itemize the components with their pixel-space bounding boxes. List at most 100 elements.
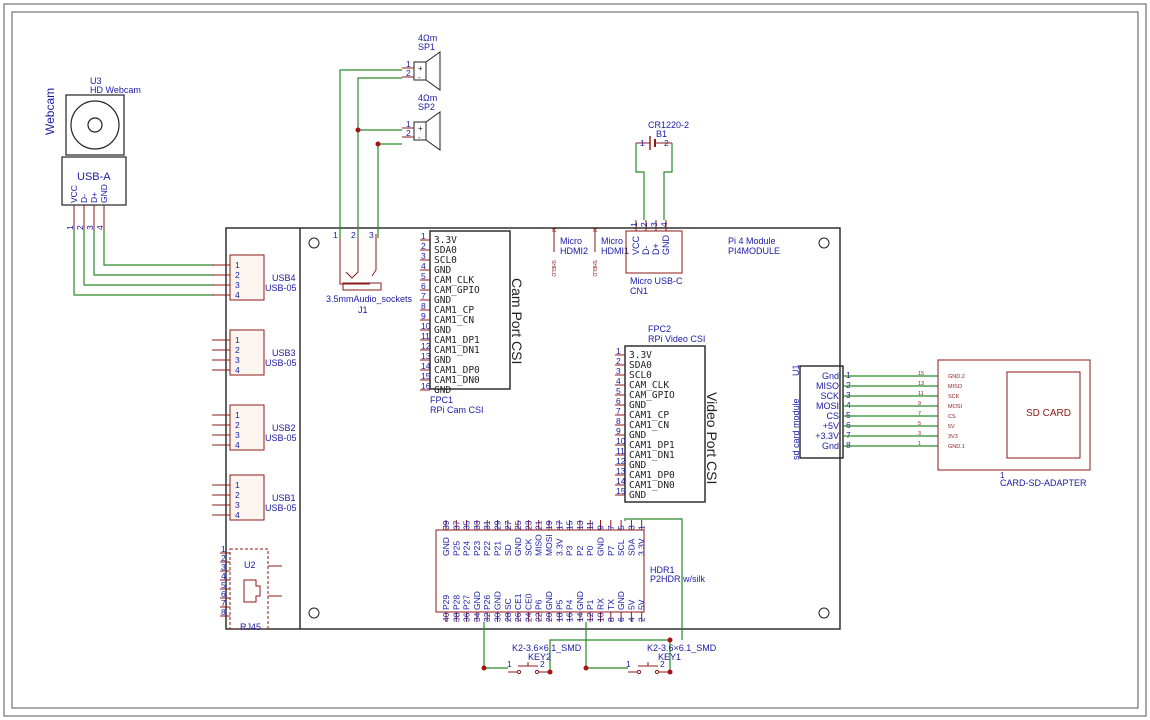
header-bottom-pin-label: P29 [441,595,451,610]
wire-3v3-loop [624,518,683,640]
header-bottom-pin-label: GND [472,591,482,610]
header-bottom-pin-label: CE0 [523,593,533,610]
cam-pin-label: CAM1_CP [434,305,474,316]
usb-port-ref: USB2 [272,423,296,433]
key2-contact1 [516,669,522,675]
usb-port-pin-number: 3 [235,500,240,510]
sd-adapter-pin-number: 3 [918,431,921,437]
video-pin-number: 12 [616,456,626,466]
sd-module-pin-number: 1 [846,370,851,380]
video-pin-number: 7 [616,406,621,416]
sd-module-pin-label: +5V [823,421,839,431]
sd-adapter-pin-number: 5 [918,421,921,427]
cam-pin-number: 2 [421,241,426,251]
sd-adapter-pin-label: 3V3 [948,434,958,440]
cam-pin-label: GND [434,325,451,336]
header-bottom-pin-number: 8 [606,617,616,622]
sheet-outer-border [3,3,1147,717]
video-pin-number: 5 [616,386,621,396]
pi4-module-outline [225,227,841,630]
rj45-pin-number: 4 [221,571,226,581]
sd-adapter-title: SD CARD [1026,408,1071,419]
sd-adapter-pin-label: GND.1 [948,444,965,450]
usbc-pin-label: D- [641,246,651,256]
speaker-value: 4Ωm [418,33,437,43]
sd-module-pin-number: 4 [846,400,851,410]
mount-hole-bl [308,607,320,619]
cam-pin-label: CAM1_DP0 [434,365,480,376]
header-bottom-pin-label: P27 [462,595,472,610]
rj45-pin-number: 7 [221,598,226,608]
webcam-lens-inner [87,117,103,133]
cam-pin-label: CAM1_DP1 [434,335,480,346]
usb-port-pin-number: 3 [235,355,240,365]
header-top-pin-label: SD [503,544,513,556]
header-top-pin-label: P24 [462,541,472,556]
webcam-side-label: Webcam [43,88,57,135]
speaker-pin-sign: + [418,124,423,133]
usb-port-pin-number: 3 [235,430,240,440]
webcam-pin-number: 3 [85,225,95,230]
usb-port-part: USB-05 [265,358,297,368]
header-bottom-pin-number: 6 [616,617,626,622]
junction-p26 [481,665,487,671]
header-bottom-pin-number: 38 [451,612,461,622]
cam-fpc-ref: FPC1 [430,395,453,405]
header-bottom-pin-number: 30 [493,612,503,622]
hdmi2-line1: Micro [560,236,582,246]
battery-pin1: 1 [640,138,645,148]
video-pin-label: CAM1_DN1 [629,450,675,461]
jack-ref: J1 [358,305,368,315]
header-top-pin-label: GND [441,537,451,556]
rj45-jack-icon [243,579,261,603]
video-pin-number: 15 [616,486,626,496]
header-top-pin-number: 17 [554,520,564,530]
key2-contact2 [534,669,540,675]
usb-port-part: USB-05 [265,283,297,293]
header-bottom-pin-number: 24 [523,612,533,622]
module-part: PI4MODULE [728,246,780,256]
header-bottom-pin-label: GND [616,591,626,610]
video-pin-label: CAM_GPIO [629,390,675,401]
header-top-pin-number: 21 [534,520,544,530]
header-top-pin-label: P7 [606,545,616,556]
battery-symbol: CR1220-2 B1 1 2 [636,120,689,150]
webcam-pin-label: GND [99,184,109,203]
cam-pin-number: 6 [421,281,426,291]
usb-port-pin-number: 3 [235,280,240,290]
cam-pin-label: CAM_CLK [434,275,474,286]
video-pin-label: CAM1_DN0 [629,480,675,491]
jack-ring [345,242,359,279]
usb-port-ref: USB1 [272,493,296,503]
cam-pin-number: 1 [421,231,426,241]
header-top-pin-number: 11 [585,521,595,530]
speaker-pin-number: 1 [406,119,411,129]
video-pin-label: CAM1_CP [629,410,669,421]
webcam-usb-plug [61,156,127,206]
junction-p1 [583,665,589,671]
webcam-plug-label: USB-A [77,171,111,183]
speaker-pin-sign: + [418,64,423,73]
video-fpc-part: RPi Video CSI [648,334,705,344]
header-bottom-pin-number: 36 [462,612,472,622]
mount-hole-tr [818,237,830,249]
sheet-inner-border [11,11,1139,709]
sd-module-pin-number: 6 [846,420,851,430]
usb-port-ref: USB3 [272,348,296,358]
cam-pin-label: 3.3V [434,235,457,246]
header-top-pin-number: 29 [493,520,503,530]
header-bottom-pin-number: 14 [575,612,585,622]
video-pin-label: CAM1_CN [629,420,669,431]
header-bottom-pin-number: 2 [637,617,647,622]
webcam-pin-number: 2 [75,225,85,230]
sd-module-pin-number: 8 [846,440,851,450]
rj45-pin-number: 5 [221,580,226,590]
gpio-header-symbol: HDR1 P2HDR w/silk 39GND37P2535P2433P2331… [435,520,706,622]
cam-pin-number: 12 [421,341,431,351]
sd-module-pin-number: 7 [846,430,851,440]
junction-sp2plus [355,127,361,133]
sd-adapter-pin-label: MOSI [948,404,963,410]
